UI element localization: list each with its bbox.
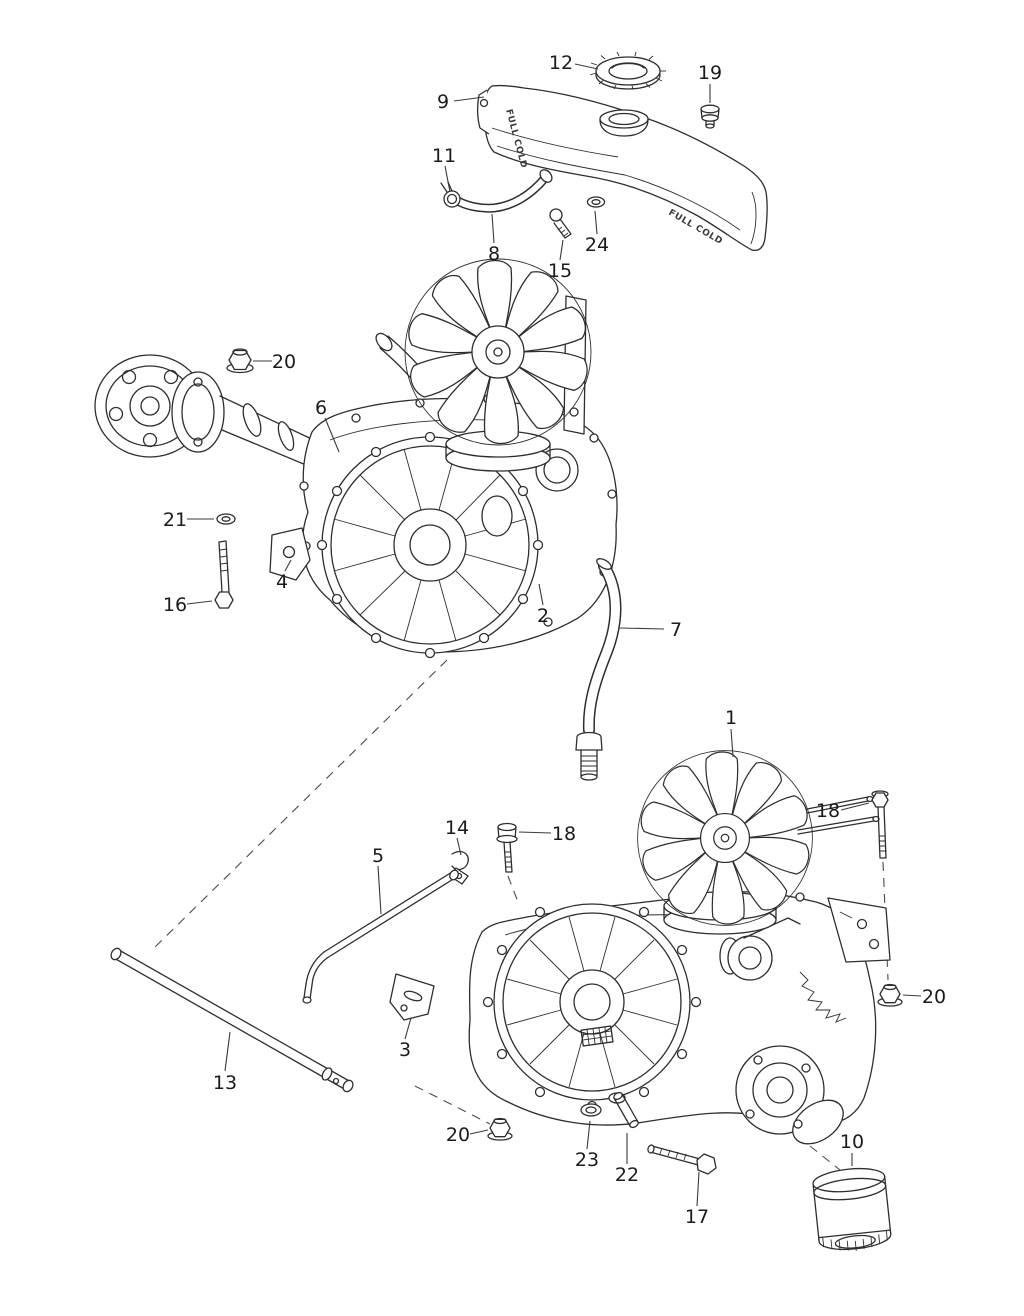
callout-7: 7 — [670, 619, 682, 641]
callout-4: 4 — [276, 571, 288, 593]
charge-pump — [735, 1045, 844, 1145]
leader-lines — [186, 63, 922, 1207]
dowel-pin-22 — [613, 1091, 639, 1129]
bolt-15 — [549, 208, 572, 239]
callout-3: 3 — [399, 1039, 411, 1061]
filler-cap — [589, 51, 666, 90]
brake-assembly — [719, 917, 847, 1023]
brake-spring — [799, 971, 847, 1023]
bolt-17 — [647, 1144, 717, 1175]
cap-knurling — [589, 51, 666, 90]
tie-rod-13 — [110, 947, 354, 1093]
hose-fitting — [575, 731, 603, 781]
callout-19: 19 — [698, 62, 722, 84]
cover-ribs-right — [506, 916, 678, 1088]
hose-clamp — [440, 181, 461, 208]
oil-filter — [812, 1167, 892, 1251]
callout-24: 24 — [585, 234, 609, 256]
fan-pulley-left — [445, 430, 551, 472]
mounting-bracket-4 — [269, 527, 311, 581]
callout-labels: 12 19 9 11 8 24 15 20 6 21 4 16 2 7 1 18… — [163, 52, 946, 1228]
callout-22: 22 — [615, 1164, 639, 1186]
callout-6: 6 — [315, 397, 327, 419]
cooling-hose-7 — [575, 558, 622, 781]
bolt-18-left — [496, 822, 518, 873]
callout-11: 11 — [432, 145, 456, 167]
axle-shaft — [219, 395, 319, 471]
cooling-fan-left — [404, 258, 592, 446]
washer-24 — [586, 196, 606, 208]
callout-12: 12 — [549, 52, 573, 74]
callout-15: 15 — [548, 260, 572, 282]
callout-1: 1 — [725, 707, 737, 729]
vent-grid — [580, 1025, 614, 1047]
transaxle-housing-left — [299, 394, 618, 659]
callout-16: 16 — [163, 594, 187, 616]
flange-nut-20-bottom — [487, 1117, 513, 1141]
callout-23: 23 — [575, 1149, 599, 1171]
left-transaxle — [94, 258, 618, 659]
axle-coupler — [171, 371, 225, 453]
support-bracket-3 — [389, 973, 435, 1021]
control-rod-5 — [302, 869, 459, 1004]
callout-10: 10 — [840, 1131, 864, 1153]
callout-18-left: 18 — [552, 823, 576, 845]
bolt-16 — [214, 540, 234, 609]
callout-8: 8 — [488, 243, 500, 265]
reservoir-tank: FULL COLD FULL COLD — [476, 84, 768, 252]
cooling-fan-right — [637, 750, 813, 926]
callout-13: 13 — [213, 1072, 237, 1094]
callout-14: 14 — [445, 817, 469, 839]
washer-21 — [216, 513, 236, 525]
vent-plug — [700, 104, 720, 129]
callout-9: 9 — [437, 91, 449, 113]
flange-nut-20-top — [226, 348, 254, 374]
callout-2: 2 — [537, 605, 549, 627]
filter-knurl — [822, 1230, 888, 1251]
callout-5: 5 — [372, 845, 384, 867]
flange-nut-20-right — [877, 983, 903, 1007]
vent-hose — [451, 169, 553, 213]
callout-20-right: 20 — [922, 986, 946, 1008]
callout-20-bottom: 20 — [446, 1124, 470, 1146]
callout-17: 17 — [685, 1206, 709, 1228]
callout-18-right: 18 — [816, 800, 840, 822]
callout-21: 21 — [163, 509, 187, 531]
callout-20-top: 20 — [272, 351, 296, 373]
mounting-plate — [827, 897, 891, 963]
bolt-18-right — [871, 790, 889, 859]
